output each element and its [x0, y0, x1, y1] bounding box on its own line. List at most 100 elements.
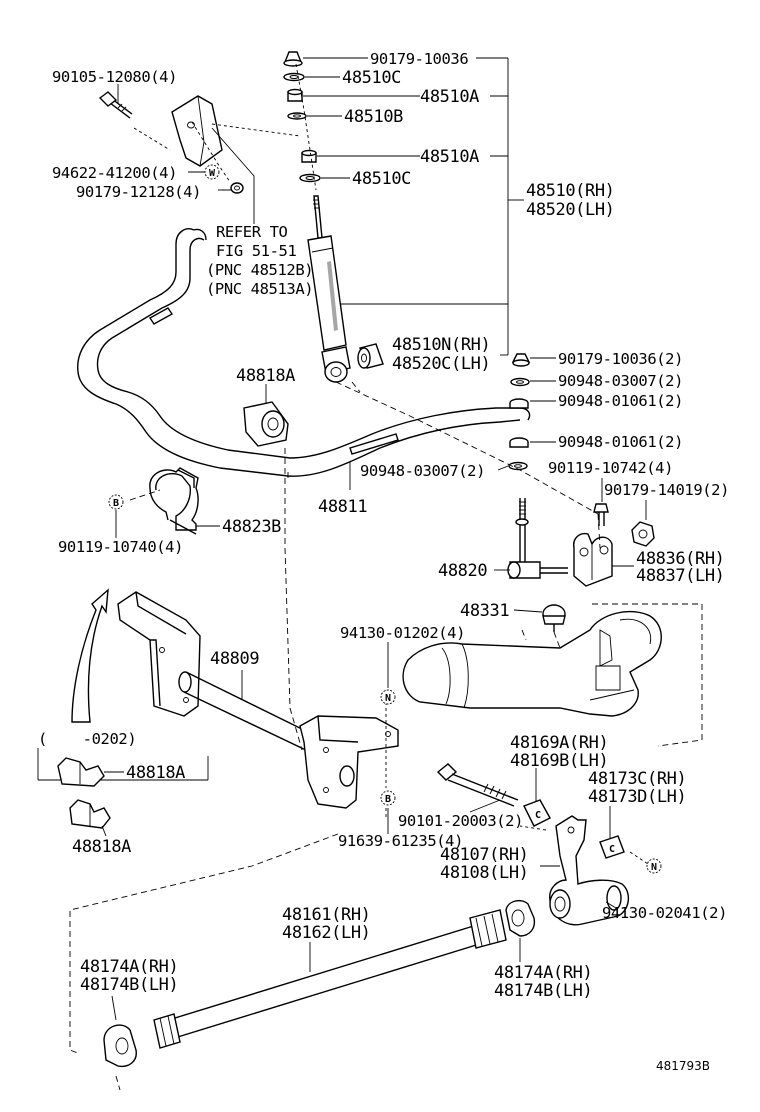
label-48169a-rh: 48169A(RH) — [510, 733, 608, 753]
marker-b-lower: B — [380, 790, 396, 806]
arm-bolt — [436, 763, 519, 807]
label-90119-10740: 90119-10740(4) — [58, 538, 183, 556]
stabilizer-bar — [77, 228, 531, 477]
stabilizer-bracket — [149, 467, 199, 535]
label-48809: 48809 — [210, 649, 259, 669]
label-90105-12080: 90105-12080(4) — [52, 68, 177, 86]
label-48520-lh: 48520(LH) — [526, 200, 615, 220]
label-48818a-bot: 48818A — [72, 837, 131, 857]
label-48174b-lh-right: 48174B(LH) — [494, 981, 592, 1001]
torque-arm — [549, 815, 629, 926]
marker-c-right: C — [609, 844, 615, 855]
label-48173d-lh: 48173D(LH) — [588, 787, 686, 807]
label-94130-02041: 94130-02041(2) — [602, 904, 727, 922]
arm-spacer — [523, 799, 551, 827]
marker-w: W — [204, 164, 220, 180]
direction-arrow — [71, 588, 109, 723]
label-48510c-mid: 48510C — [352, 169, 411, 189]
label-48169b-lh: 48169B(LH) — [510, 751, 608, 771]
label-48520c-lh: 48520C(LH) — [392, 354, 490, 374]
leader-lines — [101, 57, 647, 1021]
label-90179-14019: 90179-14019(2) — [604, 481, 729, 499]
torsion-bar-long — [153, 909, 507, 1049]
stabilizer-bushing-lower — [69, 799, 111, 829]
label-48811: 48811 — [318, 497, 367, 517]
label-range-note: ( -0202) — [38, 730, 136, 748]
label-48818a-mid: 48818A — [126, 763, 185, 783]
label-90179-12128: 90179-12128(4) — [76, 183, 201, 201]
shock-absorber — [307, 195, 351, 383]
stabilizer-bushing-upper — [243, 401, 289, 447]
marker-c-left: C — [535, 810, 541, 821]
link-nut — [631, 521, 655, 547]
label-90948-03007-2a: 90948-03007(2) — [558, 372, 683, 390]
label-48510n-rh: 48510N(RH) — [392, 335, 490, 355]
adjusting-nut-left — [103, 1024, 137, 1068]
label-48510a-top: 48510A — [420, 87, 479, 107]
label-48836-rh: 48836(RH) — [636, 549, 725, 569]
label-90101-20003: 90101-20003(2) — [398, 812, 523, 830]
label-refer-pnc-1: (PNC 48512B) — [206, 261, 313, 279]
label-48823b: 48823B — [222, 517, 281, 537]
shock-hardware-stack — [283, 51, 321, 183]
label-91639-61235: 91639-61235(4) — [338, 832, 463, 850]
label-refer-pnc-2: (PNC 48513A) — [206, 280, 313, 298]
label-48510-rh: 48510(RH) — [526, 181, 615, 201]
marker-b-upper: B — [108, 494, 124, 510]
label-48837-lh: 48837(LH) — [636, 566, 725, 586]
label-90948-03007-2b: 90948-03007(2) — [360, 462, 485, 480]
shock-lower-bushing — [357, 343, 384, 369]
svg-text:W: W — [209, 168, 216, 179]
svg-text:B: B — [113, 498, 119, 509]
label-refer-fig: FIG 51-51 — [216, 242, 296, 260]
bracket-bolt — [98, 91, 133, 119]
label-48510c-top: 48510C — [342, 68, 401, 88]
label-48174a-rh-right: 48174A(RH) — [494, 963, 592, 983]
label-90179-10036: 90179-10036 — [370, 50, 468, 68]
link-bolt — [593, 503, 609, 526]
svg-text:C: C — [609, 844, 615, 855]
stabilizer-link — [507, 498, 568, 579]
label-94130-01202: 94130-01202(4) — [340, 624, 465, 642]
label-48818a-top: 48818A — [236, 366, 295, 386]
torsion-bar-anchor — [117, 591, 201, 717]
label-48174b-lh-left: 48174B(LH) — [80, 975, 178, 995]
adjusting-nut-right — [505, 899, 536, 937]
label-48107-rh: 48107(RH) — [440, 845, 529, 865]
label-refer-to: REFER TO — [216, 223, 288, 241]
figure-code: 481793B — [656, 1059, 710, 1073]
label-94622-41200: 94622-41200(4) — [52, 164, 177, 182]
bump-stopper — [542, 604, 566, 632]
housing-outline — [592, 603, 703, 747]
svg-text:N: N — [385, 693, 391, 704]
label-48173c-rh: 48173C(RH) — [588, 769, 686, 789]
shock-upper-bracket — [171, 95, 223, 167]
label-48108-lh: 48108(LH) — [440, 863, 529, 883]
arm-spacer-right — [599, 835, 625, 859]
label-48174a-rh-left: 48174A(RH) — [80, 957, 178, 977]
marker-n-upper: N — [380, 689, 396, 705]
label-48510b: 48510B — [344, 107, 403, 127]
label-90948-01061-2a: 90948-01061(2) — [558, 392, 683, 410]
link-hardware-stack — [508, 353, 531, 471]
axle-housing — [402, 610, 662, 717]
label-48820: 48820 — [438, 561, 487, 581]
label-90948-01061-2b: 90948-01061(2) — [558, 433, 683, 451]
bracket-nut — [230, 182, 244, 194]
stabilizer-bushing-mid — [57, 757, 105, 787]
label-48162-lh: 48162(LH) — [282, 923, 371, 943]
svg-text:N: N — [651, 862, 657, 873]
label-48161-rh: 48161(RH) — [282, 905, 371, 925]
label-90179-10036-2: 90179-10036(2) — [558, 350, 683, 368]
svg-text:B: B — [385, 794, 391, 805]
torsion-bar — [183, 671, 313, 753]
part-labels: 90179-10036 48510C 48510A 48510B 48510A … — [38, 50, 729, 1073]
svg-text:C: C — [535, 810, 541, 821]
assembly-lines — [69, 63, 649, 1091]
link-bracket — [573, 532, 613, 587]
label-90119-10742: 90119-10742(4) — [548, 459, 673, 477]
anchor-arm-bracket — [299, 715, 399, 809]
label-48331: 48331 — [460, 601, 509, 621]
label-48510a-mid: 48510A — [420, 147, 479, 167]
